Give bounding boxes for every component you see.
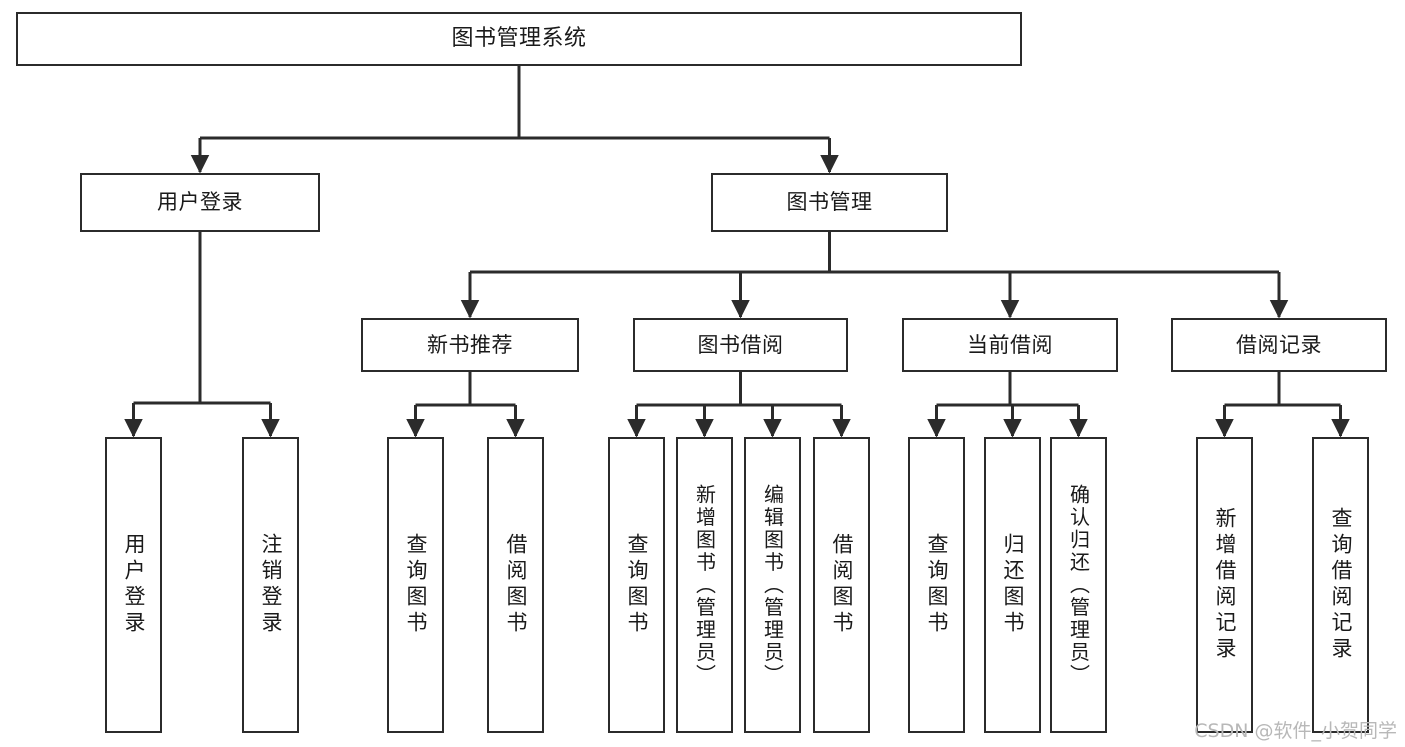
node-label: 图书管理系统: [451, 26, 587, 52]
node-leaf-query-3[interactable]: 查询图书: [908, 437, 965, 733]
node-label: 注销登录: [259, 533, 283, 637]
node-new-book-rec[interactable]: 新书推荐: [361, 318, 579, 372]
node-leaf-borrow-2[interactable]: 借阅图书: [813, 437, 870, 733]
node-label: 图书借阅: [697, 332, 784, 357]
node-leaf-add-rec[interactable]: 新增借阅记录: [1196, 437, 1253, 733]
node-leaf-query-1[interactable]: 查询图书: [387, 437, 444, 733]
node-user-login[interactable]: 用户登录: [80, 173, 320, 232]
node-leaf-query-2[interactable]: 查询图书: [608, 437, 665, 733]
node-current-borrow[interactable]: 当前借阅: [902, 318, 1118, 372]
node-leaf-logout[interactable]: 注销登录: [242, 437, 299, 733]
node-leaf-confirm[interactable]: 确认归还（管理员）: [1050, 437, 1107, 733]
node-leaf-user-login[interactable]: 用户登录: [105, 437, 162, 733]
node-label: 查询图书: [404, 533, 428, 637]
node-leaf-borrow-1[interactable]: 借阅图书: [487, 437, 544, 733]
node-label: 查询借阅记录: [1329, 507, 1353, 663]
node-label: 编辑图书（管理员）: [760, 483, 785, 687]
node-leaf-edit-book[interactable]: 编辑图书（管理员）: [744, 437, 801, 733]
node-label: 查询图书: [925, 533, 949, 637]
watermark-label: CSDN @软件_小贺同学: [1194, 720, 1397, 742]
node-root[interactable]: 图书管理系统: [16, 12, 1022, 66]
node-book-manage[interactable]: 图书管理: [711, 173, 948, 232]
node-label: 借阅图书: [830, 533, 854, 637]
node-label: 借阅图书: [504, 533, 528, 637]
node-leaf-query-rec[interactable]: 查询借阅记录: [1312, 437, 1369, 733]
node-label: 当前借阅: [967, 332, 1053, 357]
node-book-borrow[interactable]: 图书借阅: [633, 318, 848, 372]
node-borrow-record[interactable]: 借阅记录: [1171, 318, 1387, 372]
node-label: 新书推荐: [427, 332, 513, 357]
node-label: 归还图书: [1001, 533, 1025, 637]
node-leaf-add-book[interactable]: 新增图书（管理员）: [676, 437, 733, 733]
node-leaf-return[interactable]: 归还图书: [984, 437, 1041, 733]
node-label: 借阅记录: [1236, 332, 1322, 357]
node-label: 查询图书: [625, 533, 649, 637]
node-label: 图书管理: [786, 190, 873, 215]
node-label: 用户登录: [122, 533, 146, 637]
node-label: 新增图书（管理员）: [692, 483, 717, 687]
node-label: 新增借阅记录: [1213, 507, 1237, 663]
node-label: 确认归还（管理员）: [1066, 483, 1091, 687]
node-label: 用户登录: [157, 190, 243, 215]
